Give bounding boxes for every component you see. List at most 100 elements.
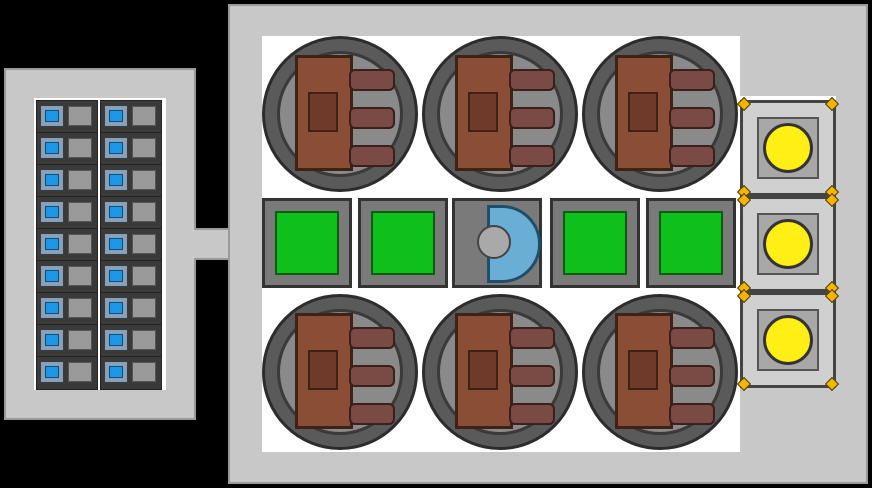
storage-cell-light [104, 297, 128, 319]
storage-cell [36, 324, 98, 358]
storage-cell-light [104, 233, 128, 255]
yellow-light-corner [736, 192, 752, 208]
turret-barrel [349, 145, 395, 167]
storage-cell-light [40, 169, 64, 191]
storage-cell-light [104, 201, 128, 223]
storage-cell [36, 132, 98, 166]
turret [582, 36, 738, 192]
storage-cell-light [104, 265, 128, 287]
turret-barrel [349, 107, 395, 129]
storage-cell [36, 356, 98, 390]
turret-barrel [669, 327, 715, 349]
reactor-core [452, 198, 542, 288]
turret-body [615, 55, 673, 171]
yellow-light-corner [736, 288, 752, 304]
yellow-light-pad [736, 288, 840, 392]
storage-cell-light [40, 265, 64, 287]
storage-cell-port [68, 266, 92, 286]
storage-cell-light [40, 297, 64, 319]
yellow-light-pad [736, 192, 840, 296]
turret-barrel [669, 107, 715, 129]
turret-barrel [509, 403, 555, 425]
turret-body [615, 313, 673, 429]
storage-cell [36, 100, 98, 134]
turret [422, 294, 578, 450]
storage-cell-port [68, 234, 92, 254]
turret-body [295, 313, 353, 429]
turret-barrel [509, 145, 555, 167]
green-block [262, 198, 352, 288]
storage-cell-light [40, 105, 64, 127]
turret-barrel [349, 365, 395, 387]
turret [262, 36, 418, 192]
storage-cell [100, 164, 162, 198]
yellow-light [763, 123, 813, 173]
storage-cell-port [132, 266, 156, 286]
storage-cell-port [132, 298, 156, 318]
storage-cell-light [40, 329, 64, 351]
storage-cell-light [40, 361, 64, 383]
storage-cell-port [68, 202, 92, 222]
green-block [646, 198, 736, 288]
turret-barrel [349, 403, 395, 425]
turret-barrel [509, 69, 555, 91]
storage-cell [36, 292, 98, 326]
storage-cell-port [132, 202, 156, 222]
storage-cell-light [104, 361, 128, 383]
storage-cell-port [68, 298, 92, 318]
green-block [550, 198, 640, 288]
storage-cell-light [104, 105, 128, 127]
turret-barrel [669, 403, 715, 425]
storage-cell-port [132, 138, 156, 158]
turret-barrel [509, 327, 555, 349]
storage-cell-light [40, 201, 64, 223]
turret [422, 36, 578, 192]
storage-cell-port [68, 106, 92, 126]
turret-barrel [509, 107, 555, 129]
storage-cell-light [104, 329, 128, 351]
storage-cell-light [40, 233, 64, 255]
turret [262, 294, 418, 450]
storage-cell [100, 132, 162, 166]
storage-cell [36, 228, 98, 262]
storage-cell-port [68, 362, 92, 382]
yellow-light-corner [736, 96, 752, 112]
storage-cell-light [104, 137, 128, 159]
turret-barrel [669, 69, 715, 91]
storage-cell-port [132, 330, 156, 350]
storage-cell-port [68, 170, 92, 190]
turret [582, 294, 738, 450]
turret-barrel [349, 327, 395, 349]
turret-body [295, 55, 353, 171]
storage-cell [36, 164, 98, 198]
storage-cell-light [40, 137, 64, 159]
yellow-light [763, 219, 813, 269]
storage-cell-port [132, 170, 156, 190]
storage-cell [100, 292, 162, 326]
storage-cell [100, 260, 162, 294]
green-block [358, 198, 448, 288]
storage-cell-port [68, 138, 92, 158]
storage-cell [100, 228, 162, 262]
turret-barrel [509, 365, 555, 387]
storage-cell [100, 324, 162, 358]
storage-cell [100, 356, 162, 390]
yellow-light-pad [736, 96, 840, 200]
storage-cell-port [68, 330, 92, 350]
turret-body [455, 55, 513, 171]
green-block-core [659, 211, 723, 275]
storage-cell-light [104, 169, 128, 191]
green-block-core [563, 211, 627, 275]
reactor-core-hatch [477, 225, 511, 259]
storage-cell-port [132, 106, 156, 126]
turret-barrel [349, 69, 395, 91]
turret-barrel [669, 145, 715, 167]
storage-cell [100, 196, 162, 230]
green-block-core [275, 211, 339, 275]
storage-cell [36, 260, 98, 294]
storage-cell-port [132, 234, 156, 254]
storage-cell-port [132, 362, 156, 382]
storage-cell [36, 196, 98, 230]
yellow-light [763, 315, 813, 365]
